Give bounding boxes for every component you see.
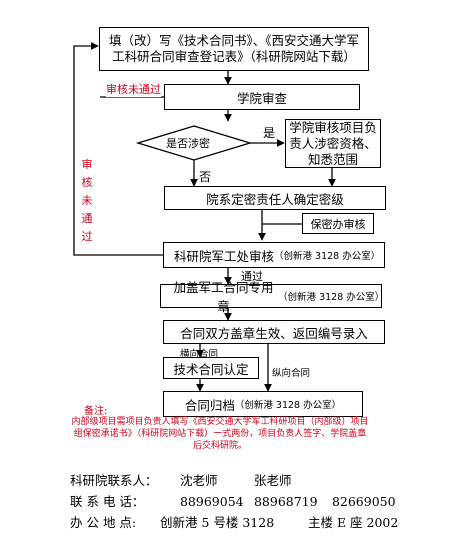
contact-office-label: 办 公 地 点:: [70, 515, 137, 530]
vlabel-char: 过: [81, 230, 93, 243]
college-review-node: 学院审查: [164, 84, 360, 110]
archive-text: 合同归档: [184, 397, 235, 413]
tech-contract-confirm-node: 技术合同认定: [163, 357, 259, 379]
fill-form-node: 填（改）写《技术合同书》、《西安交通大学军工科研合同审查登记表》（科研院网站下载…: [99, 27, 369, 71]
fill-form-text: 填（改）写《技术合同书》、《西安交通大学军工科研合同审查登记表》（科研院网站下载…: [108, 33, 359, 64]
review-failed-label: 审核未通过: [106, 81, 161, 97]
dept-classification-text: 院系定密责任人确定密级: [206, 191, 344, 207]
contact-person-1: 沈老师: [179, 473, 218, 488]
vertical-contract-label: 纵向合同: [272, 368, 311, 379]
contact-person-row: 科研院联系人： 沈老师 张老师: [70, 470, 291, 489]
review-failed-vertical-label: 审 核 未 通 过: [80, 156, 94, 246]
seal-text: 加盖军工合同专用章: [173, 280, 274, 314]
sign-effective-node: 合同双方盖章生效、返回编号录入: [163, 320, 385, 344]
secrecy-office-text: 保密办审核: [310, 217, 366, 231]
secrecy-office-node: 保密办审核: [302, 213, 374, 234]
no-label: 否: [199, 170, 212, 184]
military-office-text: 科研院军工处审核: [174, 248, 275, 264]
dept-classification-node: 院系定密责任人确定密级: [164, 186, 386, 210]
college-review-text: 学院审查: [236, 90, 287, 106]
decision-text: 是否涉密: [166, 137, 210, 150]
military-office-node: 科研院军工处审核 （创新港 3128 办公室）: [163, 242, 385, 268]
yes-label: 是: [263, 126, 276, 140]
seal-location: （创新港 3128 办公室）: [278, 292, 385, 303]
tech-contract-confirm-text: 技术合同认定: [173, 361, 249, 377]
contact-person-2: 张老师: [253, 473, 292, 488]
vlabel-char: 审: [81, 158, 93, 171]
vlabel-char: 核: [81, 176, 93, 189]
archive-location: （创新港 3128 办公室）: [234, 400, 342, 411]
archive-node: 合同归档 （创新港 3128 办公室）: [163, 391, 363, 417]
contact-phone-3: 82669050: [331, 494, 396, 509]
contact-office-row: 办 公 地 点: 创新港 5 号楼 3128 主楼 E 座 2002: [70, 512, 398, 531]
passed-label: 通过: [241, 270, 263, 283]
vlabel-char: 未: [81, 194, 93, 207]
sign-effective-text: 合同双方盖章生效、返回编号录入: [180, 325, 368, 341]
contact-phone-1: 88969054: [179, 494, 244, 509]
contact-person-label: 科研院联系人：: [70, 473, 158, 488]
seal-node: 加盖军工合同专用章 （创新港 3128 办公室）: [160, 280, 385, 314]
decision-diamond-shape: [135, 125, 253, 161]
contact-phone-label: 联 系 电 话：: [70, 494, 145, 509]
contact-office-2: 主楼 E 座 2002: [307, 515, 399, 530]
note-body: 内部级项目需项目负责人填写《西安交通大学军工科研项目（内部级）项目组保密承诺书》…: [71, 417, 369, 451]
contact-phone-2: 88968719: [253, 494, 318, 509]
military-office-location: （创新港 3128 办公室）: [274, 251, 381, 262]
contact-office-1: 创新港 5 号楼 3128: [159, 515, 275, 530]
college-personnel-review-node: 学院审核项目负责人涉密资格、知悉范围: [285, 119, 381, 168]
note-title: 备注:: [84, 406, 108, 417]
reject-loop-line: [73, 42, 163, 256]
contact-phone-row: 联 系 电 话： 88969054 88968719 82669050: [70, 491, 396, 510]
vlabel-char: 通: [81, 212, 93, 225]
college-personnel-review-text: 学院审核项目负责人涉密资格、知悉范围: [289, 119, 377, 167]
horizontal-contract-label: 横向合同: [180, 349, 219, 360]
